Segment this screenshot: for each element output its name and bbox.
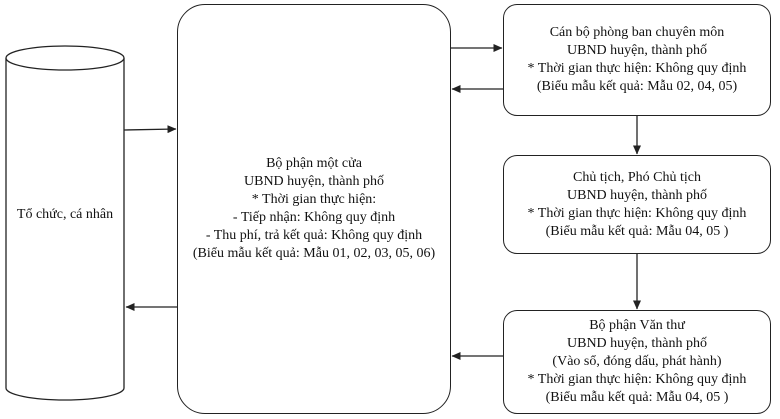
clerical-line: (Vào sổ, đóng dấu, phát hành) <box>552 354 722 369</box>
chairman-box: Chủ tịch, Phó Chủ tịch UBND huyện, thành… <box>503 155 771 254</box>
clerical-line: UBND huyện, thành phố <box>567 336 707 351</box>
one-stop-line: - Tiếp nhận: Không quy định <box>232 210 396 225</box>
chairman-line: UBND huyện, thành phố <box>567 187 707 203</box>
one-stop-line: UBND huyện, thành phố <box>244 174 384 189</box>
applicant-cylinder <box>5 45 125 401</box>
applicant-label: Tổ chức, cá nhân <box>16 207 114 222</box>
clerical-line: (Biểu mẫu kết quả: Mẫu 04, 05 ) <box>545 390 729 405</box>
chairman-line: Chủ tịch, Phó Chủ tịch <box>573 169 701 185</box>
one-stop-line: * Thời gian thực hiện: <box>251 192 377 207</box>
one-stop-line: Bộ phận một cửa <box>266 156 362 171</box>
clerical-department-box: Bộ phận Văn thư UBND huyện, thành phố (V… <box>503 310 771 414</box>
chairman-line: * Thời gian thực hiện: Không quy định <box>527 205 747 221</box>
specialist-line: Cán bộ phòng ban chuyên môn <box>549 25 725 40</box>
specialist-officer-box: Cán bộ phòng ban chuyên môn UBND huyện, … <box>503 4 771 116</box>
chairman-line: (Biểu mẫu kết quả: Mẫu 04, 05 ) <box>545 223 729 239</box>
specialist-line: (Biểu mẫu kết quả: Mẫu 02, 04, 05) <box>536 79 738 94</box>
one-stop-department-box: Bộ phận một cửa UBND huyện, thành phố * … <box>177 4 451 414</box>
clerical-line: Bộ phận Văn thư <box>589 318 685 333</box>
specialist-line: UBND huyện, thành phố <box>567 43 707 58</box>
clerical-line: * Thời gian thực hiện: Không quy định <box>527 372 747 387</box>
one-stop-line: - Thu phí, trả kết quả: Không quy định <box>205 228 423 243</box>
specialist-line: * Thời gian thực hiện: Không quy định <box>527 61 747 76</box>
one-stop-line: (Biểu mẫu kết quả: Mẫu 01, 02, 03, 05, 0… <box>192 246 436 261</box>
arrow-applicant-to-onestop <box>123 125 177 134</box>
